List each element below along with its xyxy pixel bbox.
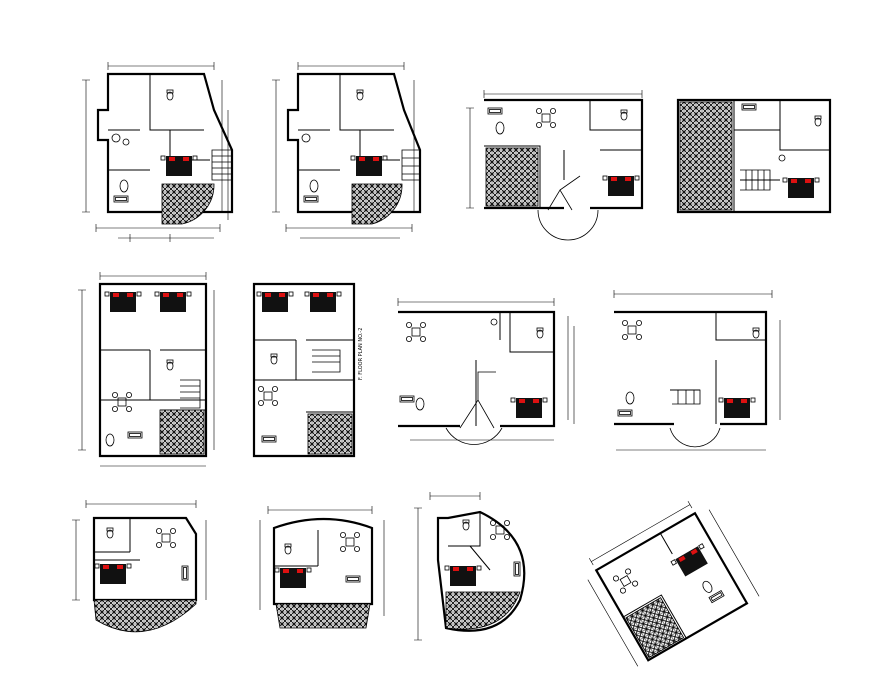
- plan-l: [587, 500, 760, 667]
- plan-k: [414, 492, 526, 641]
- plan-a: [82, 62, 234, 242]
- plan-h: [613, 290, 781, 451]
- plan-d: [676, 98, 832, 214]
- plan-b: [272, 62, 422, 239]
- plan-e: [78, 272, 215, 467]
- plan-f: F. FLOOR PLAN NO.-2: [252, 282, 364, 458]
- plan-label: F. FLOOR PLAN NO.-2: [358, 328, 364, 380]
- plan-i: [72, 500, 207, 633]
- plan-c: [466, 90, 644, 241]
- plan-j: [259, 506, 385, 629]
- plan-g: [397, 298, 575, 445]
